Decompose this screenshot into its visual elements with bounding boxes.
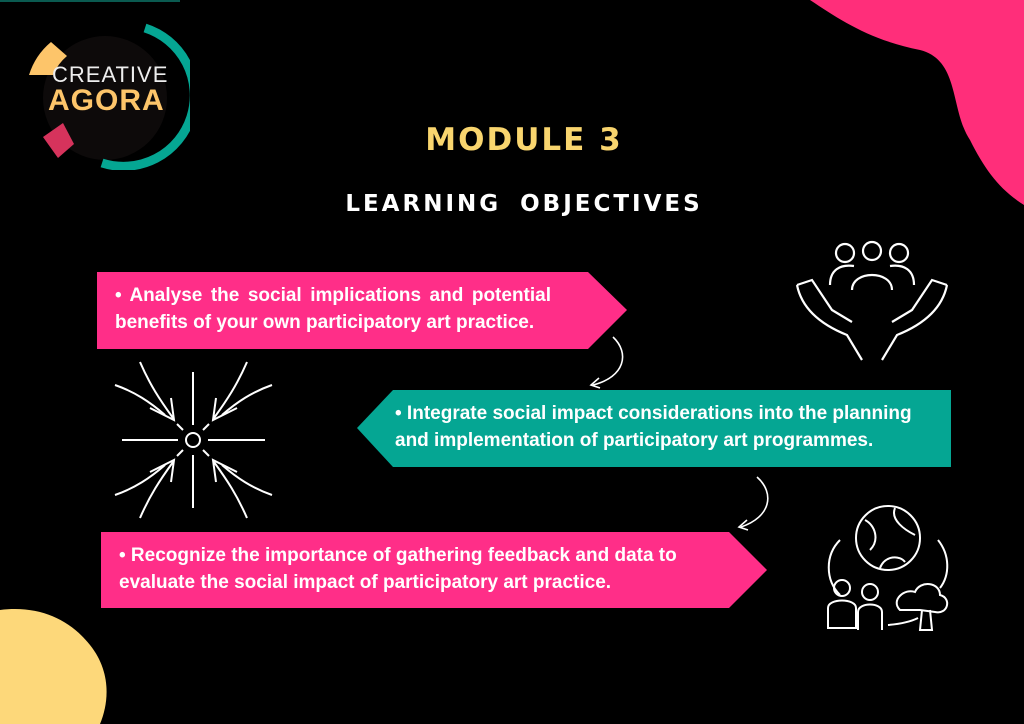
logo-line-1: CREATIVE: [52, 62, 169, 87]
objective-3: • Recognize the importance of gathering …: [101, 532, 767, 608]
yellow-blob-decoration: [0, 609, 107, 724]
objective-2-text: • Integrate social impact considerations…: [395, 403, 912, 451]
top-edge-line: [0, 0, 180, 2]
logo-line-2: AGORA: [48, 84, 165, 117]
objective-1: • Analyse the social implications and po…: [97, 272, 627, 349]
pink-blob-decoration: [810, 0, 1024, 205]
curved-arrow-icon: [589, 336, 624, 389]
objective-2: • Integrate social impact considerations…: [357, 390, 951, 467]
converging-arrows-icon: [114, 361, 273, 519]
section-subtitle: LEARNING OBJECTIVES: [345, 191, 703, 217]
globe-community-icon: [827, 505, 949, 631]
community-hands-icon: [795, 240, 949, 361]
creative-agora-logo: CREATIVE AGORA: [20, 20, 190, 170]
module-title: MODULE 3: [425, 122, 623, 158]
objective-1-text: • Analyse the social implications and po…: [115, 285, 551, 333]
curved-arrow-icon: [737, 476, 769, 531]
objective-3-text: • Recognize the importance of gathering …: [119, 545, 677, 593]
